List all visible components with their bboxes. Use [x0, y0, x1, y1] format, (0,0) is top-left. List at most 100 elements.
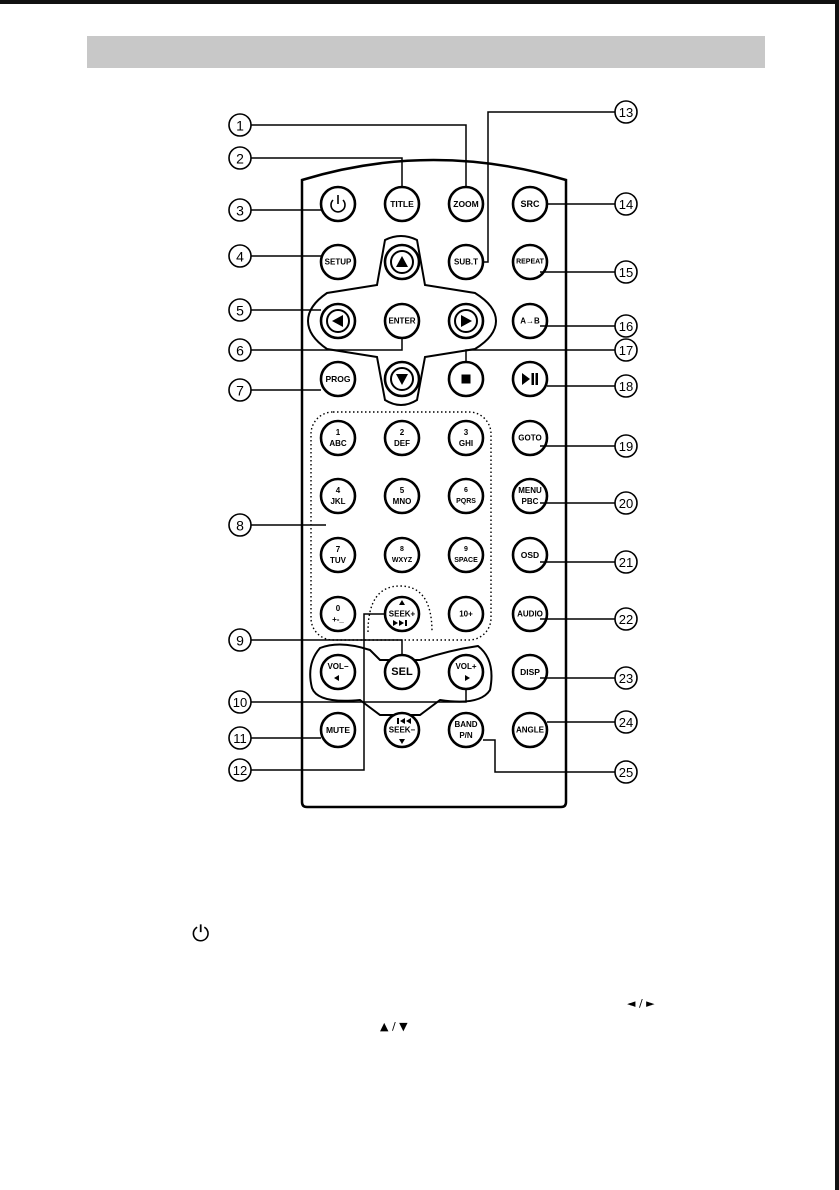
remote-body — [300, 158, 568, 809]
seek-down-button[interactable]: SEEK− — [383, 711, 421, 749]
page-border-right — [835, 0, 839, 1190]
osd-button[interactable]: OSD — [511, 536, 549, 574]
callout-16: 16 — [614, 314, 638, 338]
callout-19: 19 — [614, 434, 638, 458]
callout-3: 3 — [228, 198, 252, 222]
callout-23: 23 — [614, 666, 638, 690]
up-button[interactable] — [383, 243, 421, 281]
callout-number: 4 — [236, 249, 244, 265]
callout-8: 8 — [228, 513, 252, 537]
callout-number: 12 — [233, 763, 247, 778]
callout-circle — [228, 298, 252, 322]
pause-bar-icon — [535, 373, 538, 385]
callout-circle — [228, 338, 252, 362]
callout-24: 24 — [614, 710, 638, 734]
ab-button[interactable]: A→B — [511, 302, 549, 340]
callout-circle — [228, 113, 252, 137]
callout-number: 11 — [233, 731, 247, 746]
disp-button-label-0: DISP — [520, 667, 540, 677]
vol-minus-button-circle — [319, 653, 357, 691]
key-4-button-circle — [319, 477, 357, 515]
up-arrow-icon-ring — [390, 250, 414, 274]
stop-button[interactable] — [447, 360, 485, 398]
subt-button-label-0: SUB.T — [454, 258, 478, 267]
angle-button-circle — [511, 711, 549, 749]
prev-track-icon — [400, 718, 405, 724]
menu-pbc-button-label-1: PBC — [522, 497, 539, 506]
key-2-button-label-0: 2 — [400, 428, 405, 437]
callout-2: 2 — [228, 146, 252, 170]
callout-number: 15 — [619, 265, 633, 280]
goto-button[interactable]: GOTO — [511, 419, 549, 457]
callout-circle — [614, 550, 638, 574]
setup-button[interactable]: SETUP — [319, 243, 357, 281]
left-button[interactable] — [319, 302, 357, 340]
callout-20: 20 — [614, 491, 638, 515]
repeat-button-label-0: REPEAT — [516, 259, 545, 266]
seek-up-button[interactable]: SEEK+ — [383, 595, 421, 633]
subt-button[interactable]: SUB.T — [447, 243, 485, 281]
power-button[interactable] — [319, 185, 357, 223]
callout-14: 14 — [614, 192, 638, 216]
play-pause-button[interactable] — [511, 360, 549, 398]
mute-button[interactable]: MUTE — [319, 711, 357, 749]
prog-button[interactable]: PROG — [319, 360, 357, 398]
callout-circle — [614, 434, 638, 458]
up-arrow-icon — [396, 256, 408, 267]
sel-button[interactable]: SEL — [383, 653, 421, 691]
right-button[interactable] — [447, 302, 485, 340]
callout-number: 23 — [619, 671, 633, 686]
power-icon — [330, 199, 346, 213]
title-button[interactable]: TITLE — [383, 185, 421, 223]
callout-12: 12 — [228, 758, 252, 782]
stop-icon — [461, 374, 471, 384]
vol-plus-button-label-0: VOL+ — [455, 662, 476, 671]
repeat-button[interactable]: REPEAT — [511, 243, 549, 281]
callout-number: 21 — [619, 555, 633, 570]
src-button[interactable]: SRC — [511, 185, 549, 223]
prev-track-icon — [406, 718, 411, 724]
menu-pbc-button[interactable]: MENU PBC — [511, 477, 549, 515]
power-symbol-icon: ⏻ — [192, 922, 210, 947]
seek-down-arrow-icon — [399, 739, 405, 744]
zoom-button[interactable]: ZOOM — [447, 185, 485, 223]
menu-pbc-button-label-0: MENU — [518, 486, 542, 495]
leader-line-6 — [251, 338, 403, 351]
callout-13: 13 — [614, 100, 638, 124]
vol-minus-button[interactable]: VOL− — [319, 653, 357, 691]
enter-button-label-0: ENTER — [388, 317, 415, 326]
callout-circle — [228, 690, 252, 714]
key-0-button[interactable]: 0+-_ — [319, 595, 357, 633]
key-9-button-label-0: 9 — [464, 546, 468, 553]
nav-cross-outline — [306, 235, 498, 406]
angle-button[interactable]: ANGLE — [511, 711, 549, 749]
key-8-button-label-0: 8 — [400, 546, 404, 553]
next-track-bar-icon — [405, 620, 407, 626]
vol-plus-button[interactable]: VOL+ — [447, 653, 485, 691]
src-button-label-0: SRC — [520, 199, 540, 209]
left-arrow-icon — [332, 315, 343, 327]
disp-button[interactable]: DISP — [511, 653, 549, 691]
audio-button[interactable]: AUDIO — [511, 595, 549, 633]
down-button[interactable] — [383, 360, 421, 398]
callout-7: 7 — [228, 378, 252, 402]
repeat-button-circle — [511, 243, 549, 281]
key-8-button-circle — [383, 536, 421, 574]
callout-number: 14 — [619, 197, 633, 212]
key-2-button-circle — [383, 419, 421, 457]
enter-button[interactable]: ENTER — [383, 302, 421, 340]
key-10+-button[interactable]: 10+ — [447, 595, 485, 633]
right-arrow-icon-ring — [454, 309, 478, 333]
left-right-arrows: ◄ / ► — [627, 997, 655, 1010]
